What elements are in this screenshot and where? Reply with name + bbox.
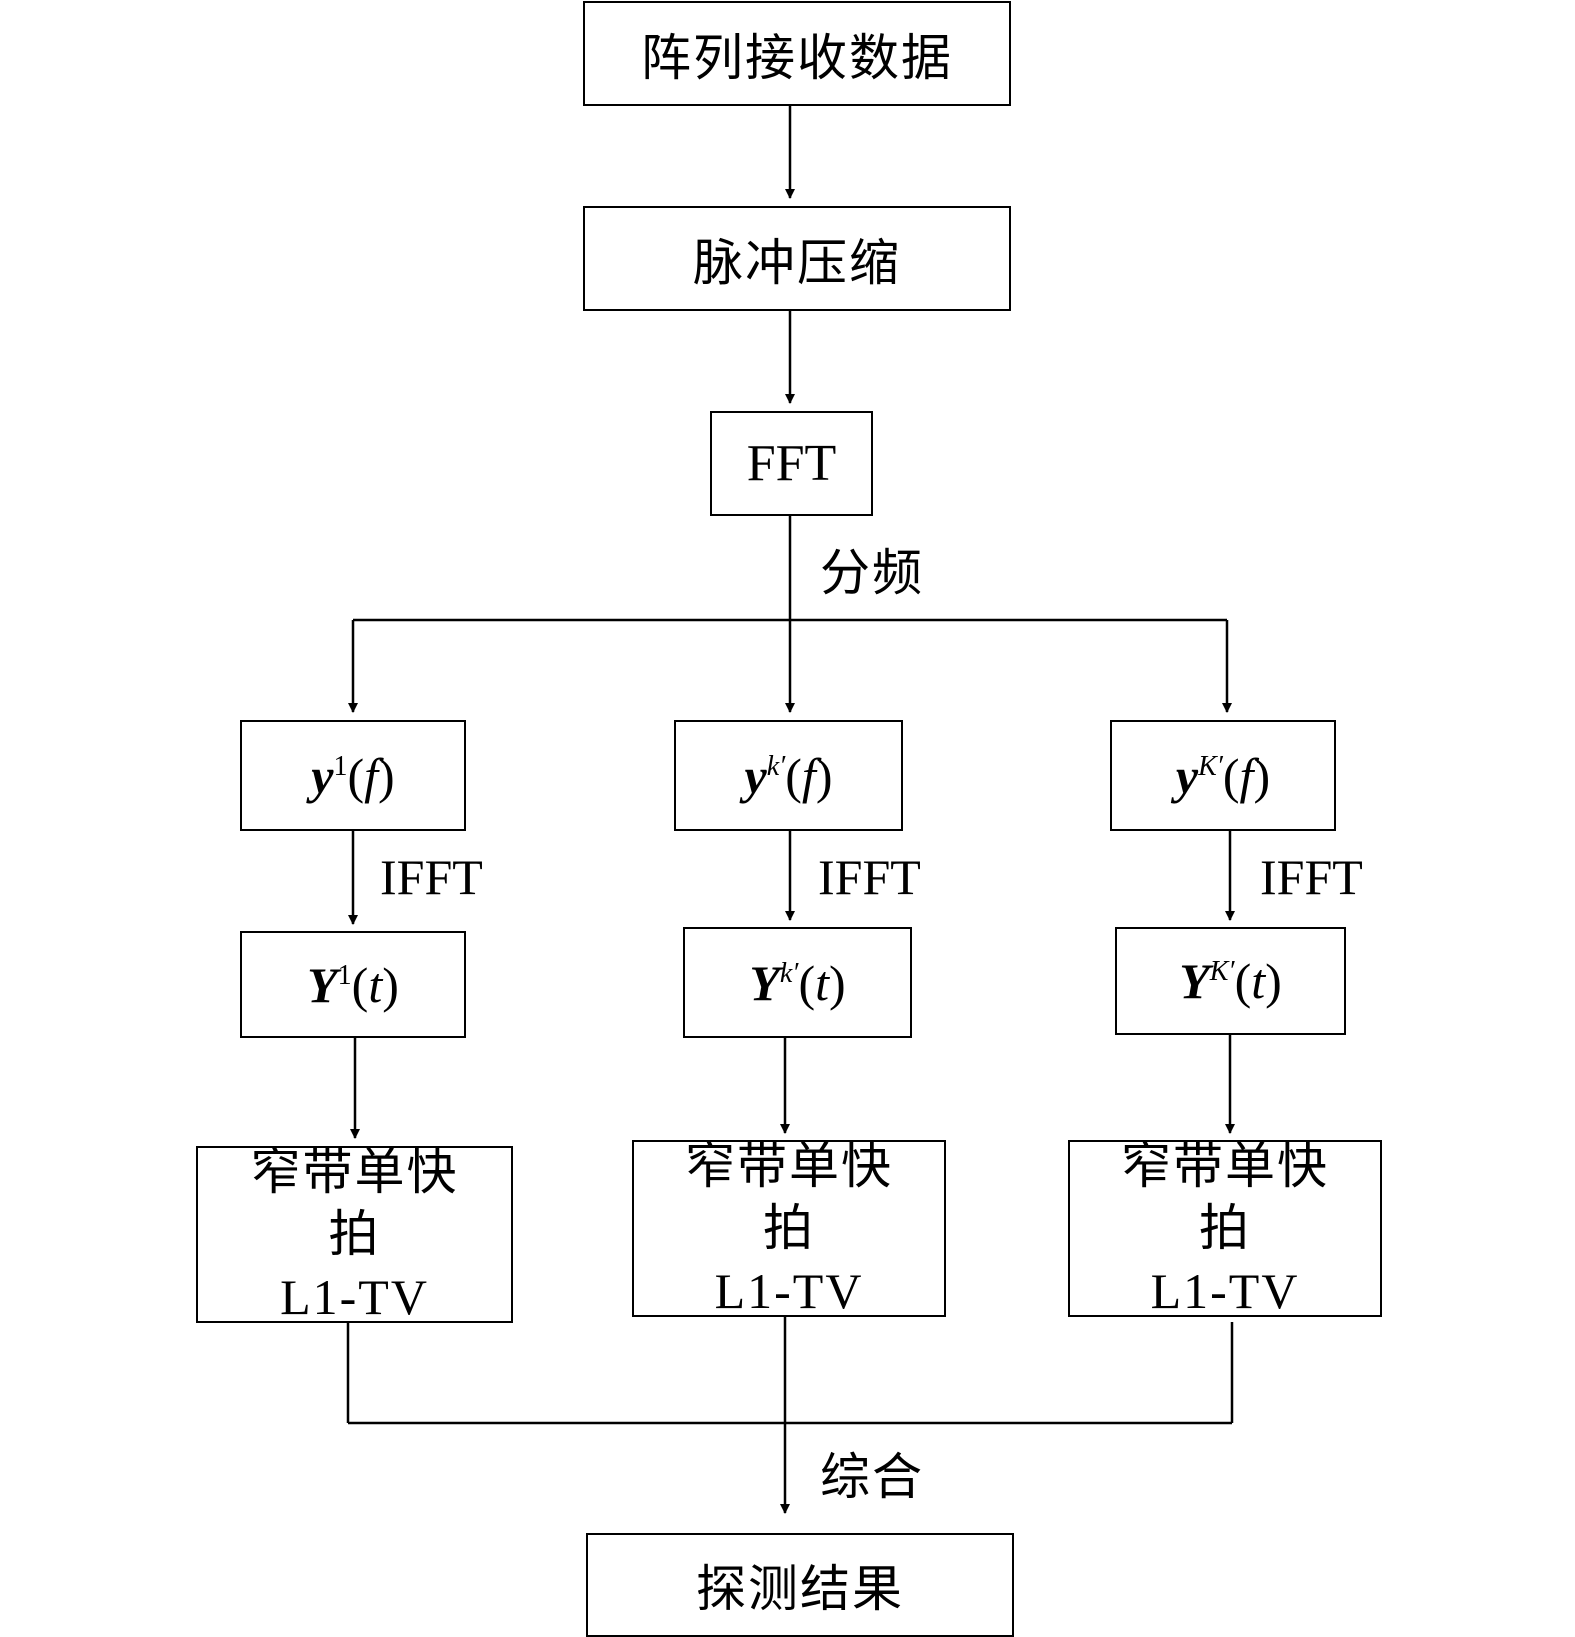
nb-K-prefix: 拍	[1199, 1199, 1251, 1258]
node-pulse-compression-label: 脉冲压缩	[693, 233, 901, 292]
time-1-sup: 1	[337, 959, 352, 991]
time-1-arg: t	[368, 956, 383, 1013]
band-K-symbol: y	[1175, 747, 1199, 804]
node-narrowband-1: 窄带单快 拍 L1-TV	[196, 1143, 513, 1325]
node-detection-result: 探测结果	[586, 1533, 1014, 1637]
nb-k-line1: 窄带单快	[685, 1136, 893, 1195]
nb-k-line2: 拍 L1-TV	[685, 1197, 893, 1322]
band-k-arg: f	[801, 747, 816, 804]
nb-K-line1: 窄带单快	[1121, 1136, 1329, 1195]
time-k-sup: k′	[779, 957, 799, 989]
node-time-1: Y1(t)	[240, 931, 466, 1038]
edge-label-split: 分频	[820, 544, 924, 602]
time-K-sup: K′	[1209, 956, 1235, 987]
nb-1-line1: 窄带单快	[250, 1142, 459, 1201]
band-k-sup: k′	[766, 750, 786, 782]
nb-K-line2: 拍 L1-TV	[1121, 1197, 1329, 1322]
time-k-symbol: Y	[749, 954, 780, 1011]
time-K-symbol: Y	[1179, 953, 1210, 1009]
band-K-arg: f	[1239, 747, 1254, 804]
node-time-K: YK′(t)	[1115, 927, 1346, 1035]
band-k-symbol: y	[744, 747, 767, 804]
node-narrowband-k: 窄带单快 拍 L1-TV	[632, 1137, 946, 1319]
node-fft: FFT	[710, 411, 873, 516]
nb-K-method: L1-TV	[1150, 1262, 1300, 1319]
node-band-1: y1(f)	[240, 720, 466, 831]
node-pulse-compression: 脉冲压缩	[583, 206, 1011, 311]
node-detection-result-label: 探测结果	[696, 1560, 904, 1618]
edge-label-ifft-1: IFFT	[380, 849, 483, 905]
band-K-sup: K′	[1198, 750, 1223, 782]
node-band-K: yK′(f)	[1110, 720, 1336, 831]
time-k-arg: t	[815, 954, 829, 1011]
node-narrowband-K: 窄带单快 拍 L1-TV	[1068, 1137, 1382, 1319]
nb-1-prefix: 拍	[328, 1205, 381, 1264]
edge-label-ifft-k: IFFT	[818, 849, 921, 905]
edge-label-combine: 综合	[820, 1448, 924, 1506]
band-1-arg: f	[364, 747, 379, 804]
time-K-arg: t	[1251, 953, 1266, 1009]
nb-k-method: L1-TV	[714, 1262, 864, 1319]
edge-label-ifft-K: IFFT	[1260, 849, 1363, 905]
nb-1-line2: 拍 L1-TV	[251, 1203, 459, 1328]
band-1-symbol: y	[311, 747, 334, 804]
node-array-data-label: 阵列接收数据	[641, 28, 953, 87]
band-1-sup: 1	[333, 750, 348, 782]
node-band-k: yk′(f)	[674, 720, 903, 831]
time-1-symbol: Y	[307, 956, 338, 1013]
node-time-k: Yk′(t)	[683, 927, 912, 1038]
nb-k-prefix: 拍	[763, 1199, 815, 1258]
node-array-data: 阵列接收数据	[583, 1, 1011, 106]
node-fft-label: FFT	[746, 435, 837, 492]
nb-1-method: L1-TV	[280, 1268, 429, 1325]
